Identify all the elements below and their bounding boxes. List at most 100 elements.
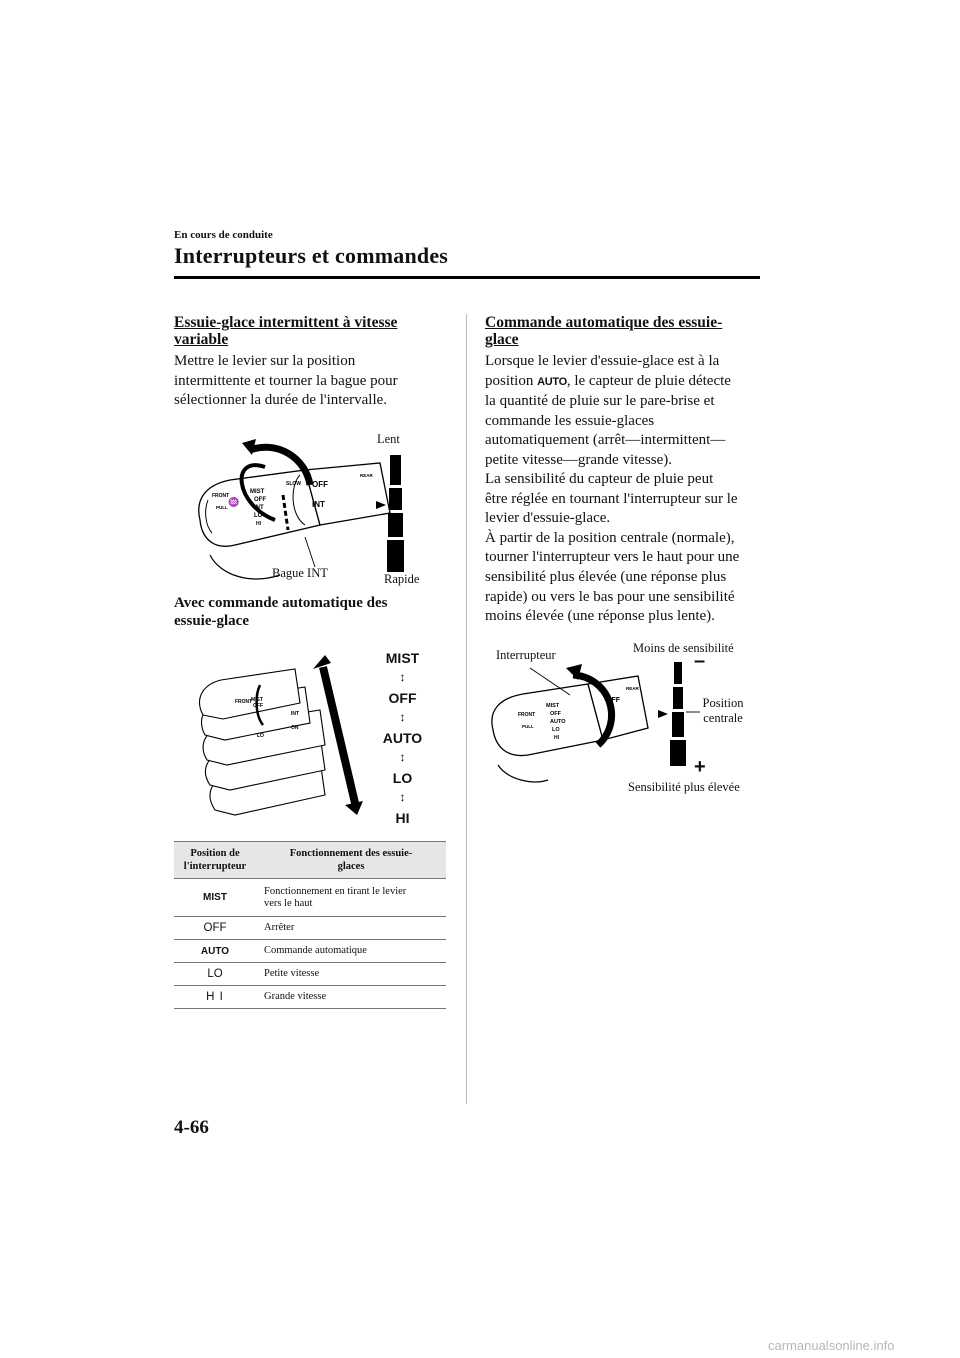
left-para-line: sélectionner la durée de l'intervalle. — [174, 392, 388, 409]
column-divider — [466, 314, 467, 1104]
auto-symbol: AUTO — [537, 375, 567, 388]
page-number: 4-66 — [174, 1117, 209, 1138]
lever2-lo-label: LO — [257, 733, 264, 739]
row-symbol: H I — [174, 985, 256, 1009]
para-text: , le capteur de pluie détecte — [566, 372, 731, 389]
lever-lo-label: LO — [254, 513, 263, 519]
fig3-plus-label: Sensibilité plus élevée — [628, 780, 740, 794]
title-rule — [174, 276, 760, 279]
fig3-moins-label: Moins de sensibilité — [633, 641, 734, 655]
left-para-line: intermittente et tourner la bague pour — [174, 372, 398, 389]
lever3-auto-label: AUTO — [550, 719, 566, 725]
table-row: OFF Arrêter — [174, 916, 446, 940]
para-line: être réglée en tournant l'interrupteur s… — [485, 490, 738, 507]
para-line: À partir de la position centrale (normal… — [485, 529, 735, 546]
table-row: AUTO Commande automatique — [174, 939, 446, 963]
header-line: l'interrupteur — [183, 861, 247, 872]
table-row: MIST Fonctionnement en tirant le levier … — [174, 878, 446, 917]
right-paragraph-1: Lorsque le levier d'essuie-glace est à l… — [485, 352, 765, 471]
fig3-interrupteur-label: Interrupteur — [496, 648, 556, 662]
label-line: centrale — [703, 711, 743, 725]
left-paragraph: Mettre le levier sur la position intermi… — [174, 352, 398, 411]
rear-label: REAR — [360, 473, 374, 478]
fig2-hi: HI — [395, 810, 410, 826]
para-line: Lorsque le levier d'essuie-glace est à l… — [485, 353, 720, 369]
left-heading-line2: variable — [174, 331, 229, 348]
arrow-updown-icon: ↕ — [399, 750, 406, 764]
lever2-int-label: INT — [291, 711, 299, 717]
lever2-on-label: ON — [291, 725, 299, 731]
lever-int-label: INT — [254, 505, 264, 511]
section-label: En cours de conduite — [174, 229, 273, 241]
lever3-mist-label: MIST — [546, 703, 560, 709]
table-header-operation: Fonctionnement des essuie- glaces — [256, 841, 446, 879]
table-header-position: Position de l'interrupteur — [174, 841, 256, 879]
table-row: LO Petite vitesse — [174, 962, 446, 986]
washer-icon: ♒ — [228, 496, 239, 507]
lever-mist-label: MIST — [250, 489, 265, 495]
para-line: commande les essuie-glaces — [485, 412, 655, 429]
label-line: Position — [702, 696, 744, 710]
lever2-front-label: FRONT — [235, 699, 252, 705]
row-symbol: MIST — [174, 878, 256, 917]
para-line: petite vitesse—grande vitesse). — [485, 451, 673, 468]
lever-pull-label: PULL — [216, 505, 228, 510]
table-row: H I Grande vitesse — [174, 985, 446, 1009]
arrow-updown-icon: ↕ — [399, 790, 406, 804]
para-line: la quantité de pluie sur le pare-brise e… — [485, 393, 715, 410]
fig1-bague-label: Bague INT — [272, 566, 328, 580]
left-para-line: Mettre le levier sur la position — [174, 353, 356, 369]
ring-slow-label: SLOW — [286, 481, 301, 487]
desc-line: Fonctionnement en tirant le levier — [264, 885, 407, 897]
lever3-rear-label: REAR — [626, 686, 640, 691]
para-text: position — [485, 372, 534, 389]
para-line: La sensibilité du capteur de pluie peut — [485, 471, 714, 487]
header-line: Position de — [190, 848, 240, 859]
row-symbol: AUTO — [174, 939, 256, 963]
row-symbol: OFF — [174, 916, 256, 940]
desc-line: vers le haut — [264, 897, 313, 909]
left-subhead-line2: essuie-glace — [174, 613, 249, 629]
fig1-rapide-label: Rapide — [384, 572, 420, 586]
lever3-pull-label: PULL — [522, 724, 534, 729]
lever3-lo-label: LO — [552, 727, 560, 733]
lever3-rear-off-label: OFF — [606, 697, 621, 704]
row-description: Grande vitesse — [256, 985, 446, 1009]
fig2-off: OFF — [388, 690, 417, 706]
sensitivity-illustration: FRONT PULL MIST OFF AUTO LO HI OFF REAR — [491, 662, 700, 783]
int-ring-illustration: FRONT PULL ♒ MIST OFF INT LO HI SLOW OFF… — [198, 439, 404, 580]
para-line: tourner l'interrupteur vers le haut pour… — [485, 549, 740, 566]
para-line: levier d'essuie-glace. — [485, 510, 611, 527]
lever3-off-label: OFF — [550, 711, 562, 717]
lever3-front-label: FRONT — [518, 712, 535, 718]
lever2-mist-label: MIST — [251, 697, 263, 703]
para-line: rapide) ou vers le bas pour une sensibil… — [485, 588, 735, 605]
left-heading-line1: Essuie-glace intermittent à vitesse — [174, 314, 398, 331]
rear-int-label: INT — [312, 500, 325, 509]
lever-off-label: OFF — [254, 497, 266, 503]
row-description: Fonctionnement en tirant le levier vers … — [256, 878, 446, 917]
para-line: automatiquement (arrêt—intermittent— — [485, 432, 726, 449]
para-line: moins élevée (une réponse plus lente). — [485, 608, 715, 625]
page-title: Interrupteurs et commandes — [174, 243, 449, 268]
lever-front-label: FRONT — [212, 493, 229, 499]
minus-sign-icon: – — [694, 650, 706, 672]
right-heading-line1: Commande automatique des essuie- — [485, 314, 723, 331]
header-line: Fonctionnement des essuie- — [289, 848, 413, 859]
row-description: Arrêter — [256, 916, 446, 940]
para-line-with-auto: position AUTO, le capteur de pluie détec… — [485, 372, 765, 393]
right-paragraph-2: La sensibilité du capteur de pluie peut … — [485, 470, 765, 627]
fig2-lo: LO — [392, 770, 413, 786]
arrow-updown-icon: ↕ — [399, 670, 406, 684]
rear-off-label: OFF — [312, 480, 328, 489]
row-description: Commande automatique — [256, 939, 446, 963]
lever-positions-illustration: FRONT MIST OFF LO INT ON — [199, 655, 363, 816]
row-description: Petite vitesse — [256, 962, 446, 986]
wiper-operations-table: Position de l'interrupteur Fonctionnemen… — [174, 841, 446, 1009]
footer-url: carmanualsonline.info — [768, 1338, 895, 1353]
row-symbol: LO — [174, 962, 256, 986]
fig2-mist: MIST — [385, 650, 420, 666]
table-header-row: Position de l'interrupteur Fonctionnemen… — [174, 841, 446, 879]
plus-sign-icon: + — [694, 756, 706, 778]
arrow-updown-icon: ↕ — [399, 710, 406, 724]
